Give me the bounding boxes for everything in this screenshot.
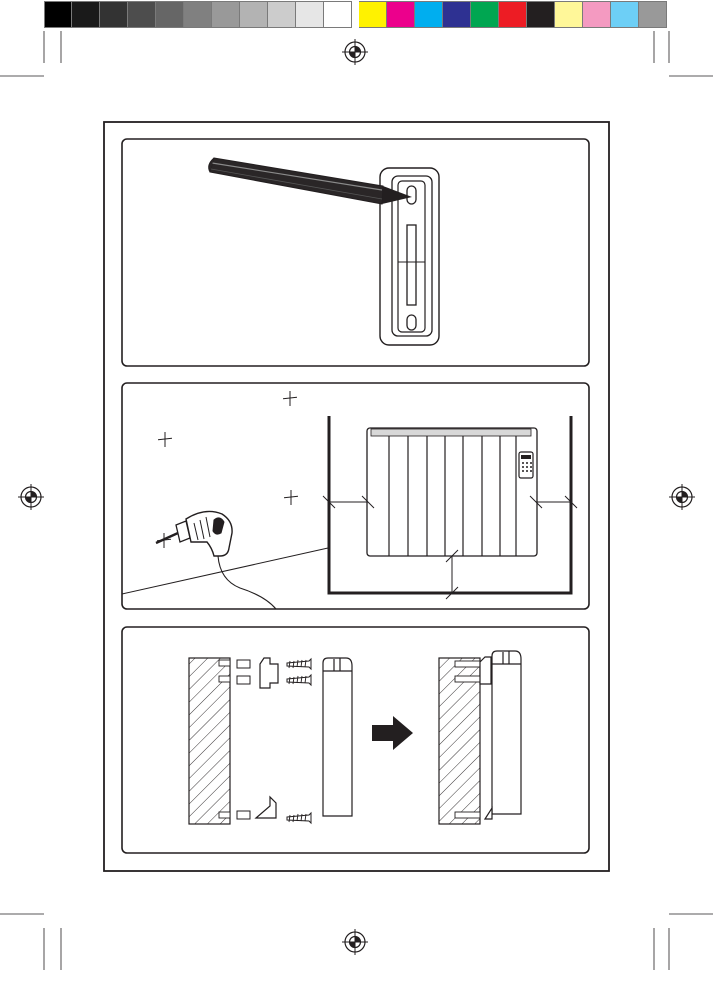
drill-icon	[156, 511, 276, 609]
registration-mark-bottom	[342, 929, 368, 955]
heater-side-icon	[323, 658, 352, 816]
wall-plug-icon	[237, 660, 250, 819]
heater-icon	[367, 428, 537, 556]
panel-drilling-clearance	[122, 383, 589, 609]
registration-mark-left	[18, 484, 44, 510]
panel-bracket-mounting	[122, 627, 589, 853]
pencil-icon	[209, 158, 412, 204]
arrow-right-icon	[372, 716, 413, 750]
screw-icon	[287, 659, 311, 823]
crop-marks	[0, 31, 713, 970]
panel-marking-holes	[122, 139, 589, 366]
wall-section-assembled	[439, 658, 480, 824]
heater-mounted-icon	[480, 651, 521, 819]
bracket-icon	[256, 658, 278, 818]
wall-section-icon	[189, 658, 230, 824]
registration-mark-top	[342, 39, 368, 65]
registration-mark-right	[669, 484, 695, 510]
